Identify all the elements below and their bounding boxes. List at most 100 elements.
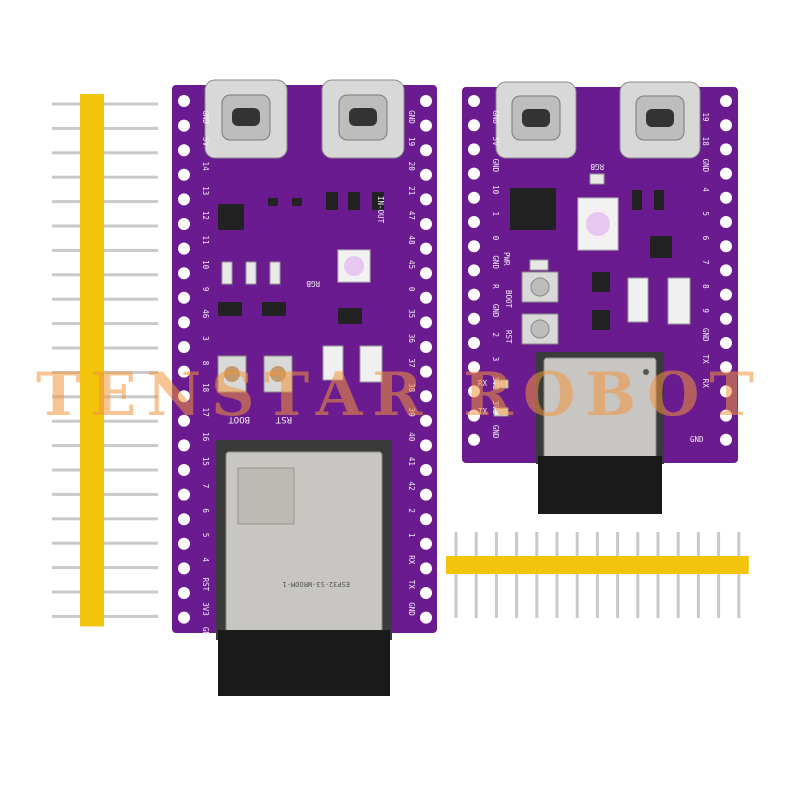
header-pin	[52, 590, 158, 594]
pin-hole	[178, 95, 190, 107]
pin-label: 1	[491, 212, 500, 217]
pin-hole	[720, 119, 732, 132]
in-out-label: IN-OUT	[376, 196, 385, 224]
header-pin	[52, 541, 158, 545]
rst-label: RST	[275, 414, 292, 424]
pin-hole	[720, 337, 732, 349]
pwr-label: PWR	[502, 252, 511, 266]
pin-hole	[468, 361, 480, 374]
pin-hole	[720, 264, 732, 277]
pin-label: 39	[407, 408, 416, 417]
large-board-right-pin-labels: GND1920214748450353637383940414221RXTXGN…	[407, 110, 416, 616]
large-board-left-pin-labels: GND5V141312111094638181716157654RST3V3GN…	[201, 110, 210, 641]
header-pin	[717, 532, 721, 618]
header-pin	[52, 248, 158, 252]
regulator	[338, 308, 362, 324]
boot-button[interactable]	[217, 355, 247, 393]
pin-hole	[468, 312, 480, 325]
header-pin	[52, 322, 158, 326]
transistor	[292, 198, 302, 206]
pin-label: GND	[407, 602, 416, 616]
pin-label: 4	[201, 558, 210, 563]
smd-led	[269, 261, 281, 285]
header-pin	[595, 532, 599, 618]
pin-label: 8	[201, 361, 210, 366]
pin-label: GND	[201, 627, 210, 641]
header-pin	[52, 102, 158, 106]
header-pin	[52, 126, 158, 130]
module-pin-connector	[218, 630, 390, 696]
regulator	[650, 236, 672, 258]
pin-label: 3V3	[201, 602, 210, 616]
pin-hole	[468, 240, 480, 253]
header-pin	[52, 346, 158, 350]
fuse	[359, 345, 383, 383]
header-plastic	[80, 94, 104, 627]
usb-bridge-chip	[218, 204, 244, 230]
pin-hole	[468, 288, 480, 301]
transistor	[348, 192, 360, 210]
header-pin	[636, 532, 640, 618]
gnd-label: GND	[690, 435, 704, 444]
pin-hole	[178, 316, 190, 329]
pin-label: 46	[201, 309, 210, 319]
header-pin	[515, 532, 519, 618]
rgb-led-lens	[344, 256, 364, 276]
rgb-label: RGB	[590, 162, 604, 171]
pin-label: 3	[491, 357, 500, 362]
pin-hole	[178, 218, 190, 230]
small-board-pin-holes	[468, 95, 732, 446]
rx-led	[493, 379, 509, 389]
transistor	[654, 190, 664, 210]
pin-label: 45	[407, 260, 416, 269]
power-led	[529, 259, 549, 271]
pin-label: 11	[201, 235, 210, 244]
pin-label: 36	[407, 334, 416, 344]
pin-hole	[420, 267, 432, 280]
small-dev-board: BOOT RST PWR RGB RX TX GND GND5VGND1010G…	[462, 81, 738, 514]
pin-hole	[178, 611, 190, 624]
header-plastic	[446, 556, 749, 574]
header-pin	[676, 532, 680, 618]
pin-hole	[720, 433, 732, 446]
header-pin	[696, 532, 700, 618]
pin-label: 0	[407, 287, 416, 292]
header-pin	[52, 444, 158, 448]
pin-hole	[178, 193, 190, 206]
pin-label: R	[491, 284, 500, 289]
module-model-label: ESP32-S3-WROOM-1	[283, 580, 350, 588]
pin-label: GND	[491, 159, 500, 173]
regulator	[262, 302, 286, 316]
pin-label: 9	[201, 287, 210, 292]
header-pin	[575, 532, 579, 618]
pin-label: RX	[407, 555, 416, 565]
transistor	[268, 198, 278, 206]
usb-bridge-chip	[510, 188, 556, 230]
pin-hole	[720, 361, 732, 374]
pin-label: TX	[407, 580, 416, 590]
pin-label: 10	[491, 185, 500, 195]
pin-hole	[420, 439, 432, 452]
diode	[627, 277, 649, 323]
pin-label: GND	[701, 328, 710, 342]
pin-hole	[420, 218, 432, 230]
pin-hole	[178, 365, 190, 378]
pin-hole	[468, 409, 480, 422]
usb-c-port-right	[321, 79, 405, 159]
reset-button[interactable]	[263, 355, 293, 393]
pin-label: 18	[201, 383, 210, 393]
boot-button[interactable]	[521, 271, 559, 303]
transistor	[632, 190, 642, 210]
header-pin	[52, 566, 158, 570]
pin-label: 41	[407, 457, 416, 466]
esp32-module: ESP32-S3-WROOM-1	[216, 440, 392, 696]
pin-hole	[178, 414, 190, 427]
header-pin	[737, 532, 741, 618]
header-pin	[555, 532, 559, 618]
reset-button[interactable]	[521, 313, 559, 345]
rgb-label: RGB	[306, 279, 320, 288]
header-pin	[474, 532, 478, 618]
pin-label: 38	[407, 383, 416, 393]
pin-label: GND	[407, 110, 416, 124]
smd-led	[245, 261, 257, 285]
